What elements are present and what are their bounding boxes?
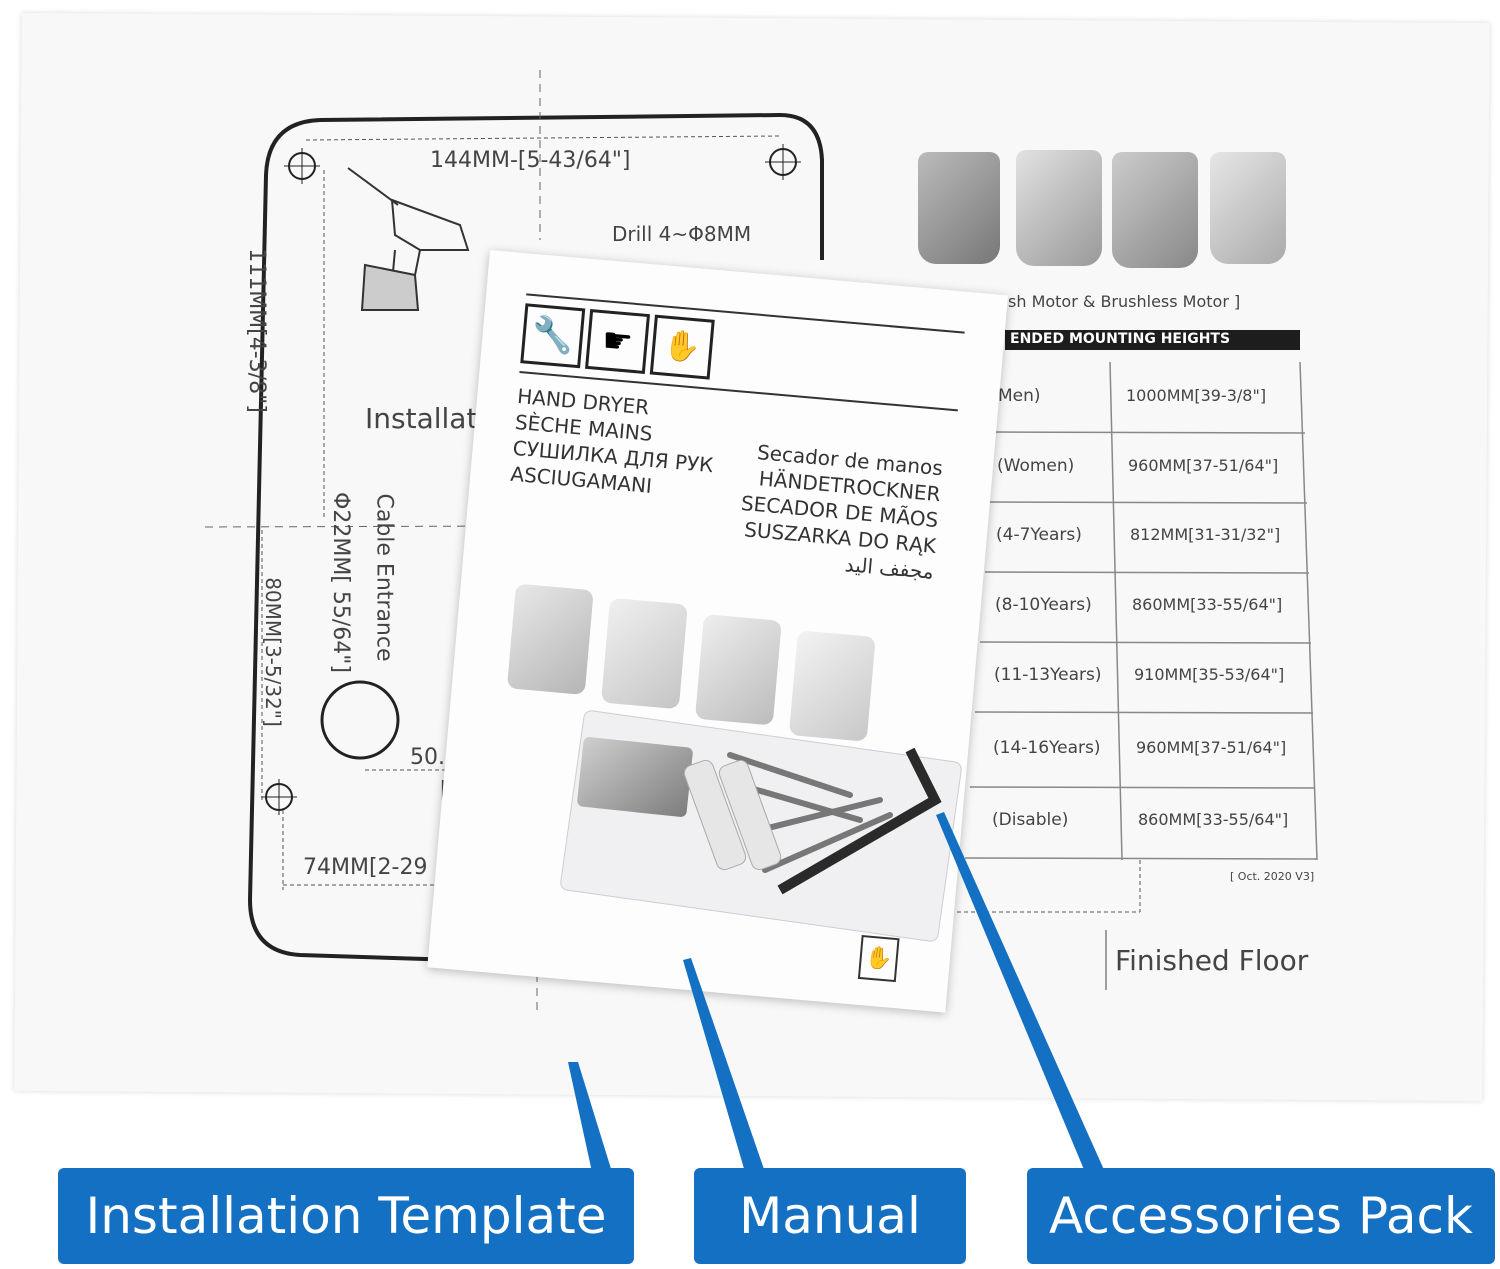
drill-icon [347, 167, 470, 311]
dryer-image-3 [1112, 152, 1198, 268]
template-width-dimension: 144MM-[5-43/64"] [430, 148, 631, 173]
mounting-height-group: (14-16Years) [993, 738, 1101, 758]
mounting-height-value: 960MM[37-51/64"] [1136, 738, 1287, 757]
template-heights-header: ENDED MOUNTING HEIGHTS [1010, 331, 1231, 347]
mounting-height-group: (8-10Years) [995, 595, 1092, 615]
mounting-height-value: 860MM[33-55/64"] [1138, 810, 1289, 829]
mounting-height-group: (Disable) [992, 810, 1069, 830]
installation-template-label: Installation Template [58, 1168, 634, 1264]
mounting-height-group: (Women) [997, 456, 1075, 476]
manual-label: Manual [694, 1168, 966, 1264]
mounting-height-value: 960MM[37-51/64"] [1128, 456, 1279, 475]
screws-and-anchors-icon [683, 747, 942, 895]
accessories-pack-label: Accessories Pack [1027, 1168, 1495, 1264]
mounting-height-value: 1000MM[39-3/8"] [1126, 386, 1267, 405]
mounting-height-value: 910MM[35-53/64"] [1134, 665, 1285, 684]
dryer-image-1 [918, 152, 1000, 264]
mounting-height-group: Men) [998, 386, 1041, 406]
template-version: [ Oct. 2020 V3] [1230, 870, 1315, 883]
mounting-height-group: (11-13Years) [994, 665, 1102, 685]
template-bottom-dimension: 74MM[2-29 [303, 855, 428, 880]
template-motor-text: sh Motor & Brushless Motor ] [1008, 292, 1241, 311]
mounting-height-value: 860MM[33-55/64"] [1132, 595, 1283, 614]
mounting-height-value: 812MM[31-31/32"] [1130, 525, 1281, 544]
mounting-height-group: (4-7Years) [996, 525, 1082, 545]
template-finished-floor: Finished Floor [1115, 944, 1309, 977]
dryer-image-4 [1210, 152, 1286, 264]
template-drill-label: Drill 4~Φ8MM [612, 222, 752, 246]
dryer-image-2 [1016, 150, 1102, 266]
